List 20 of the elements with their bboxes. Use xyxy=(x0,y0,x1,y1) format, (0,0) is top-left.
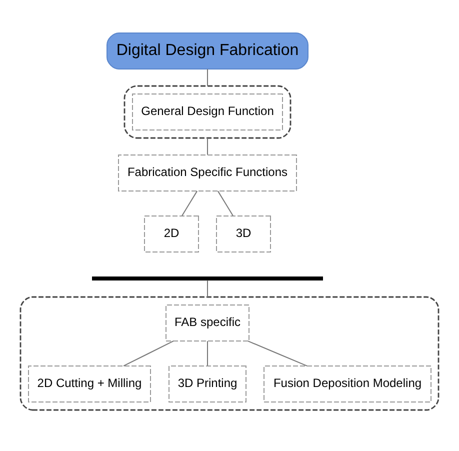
node-box: Digital Design Fabrication xyxy=(106,32,308,70)
connector xyxy=(207,340,208,366)
node-box: 3D xyxy=(216,216,271,252)
connector xyxy=(207,68,208,86)
node-bar xyxy=(92,276,323,280)
node-box: 2D Cutting + Milling xyxy=(28,366,151,402)
node-box: 2D xyxy=(144,216,199,252)
connector xyxy=(182,190,198,216)
node-box: Fabrication Specific Functions xyxy=(118,154,297,192)
connector xyxy=(207,280,208,298)
connector xyxy=(123,340,174,366)
node-box: FAB specific xyxy=(166,304,250,342)
node-box: Fusion Deposition Modeling xyxy=(264,366,432,402)
connector xyxy=(248,340,308,366)
connector xyxy=(217,190,234,216)
cluster xyxy=(20,296,440,411)
node-box: General Design Function xyxy=(132,94,283,130)
connector xyxy=(207,138,208,156)
cluster xyxy=(124,85,292,139)
node-box: 3D Printing xyxy=(168,366,246,402)
